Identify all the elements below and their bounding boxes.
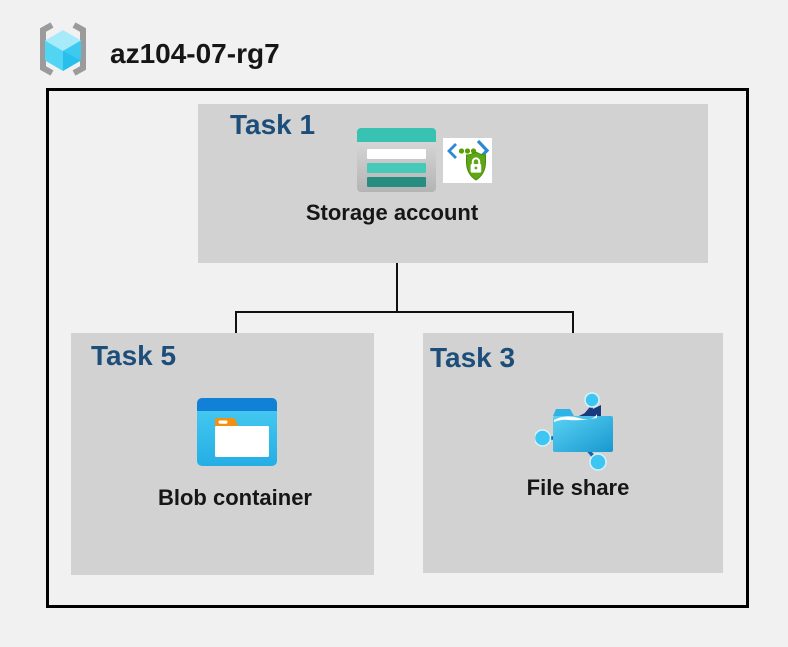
task-1-label: Task 1 bbox=[230, 109, 316, 140]
blob-container-icon bbox=[197, 398, 277, 466]
resource-group-boundary bbox=[46, 88, 749, 608]
file-share-icon bbox=[535, 392, 613, 471]
file-share-label: File share bbox=[526, 475, 630, 500]
task-5-label: Task 5 bbox=[91, 340, 177, 371]
secure-endpoint-icon bbox=[443, 138, 492, 183]
task-box-1: Task 1 Storage account bbox=[198, 104, 708, 263]
task-box-3: Task 3 File share bbox=[423, 333, 723, 573]
resource-group-icon bbox=[40, 22, 86, 76]
storage-account-icon bbox=[357, 128, 436, 192]
task-box-5: Task 5 Blob container bbox=[71, 333, 374, 575]
blob-container-label: Blob container bbox=[157, 485, 312, 510]
connector-storage-stem bbox=[396, 233, 398, 313]
task-3-label: Task 3 bbox=[430, 342, 516, 373]
connector-horizontal bbox=[235, 311, 574, 313]
storage-account-label: Storage account bbox=[305, 200, 479, 225]
resource-group-name: az104-07-rg7 bbox=[110, 38, 280, 69]
